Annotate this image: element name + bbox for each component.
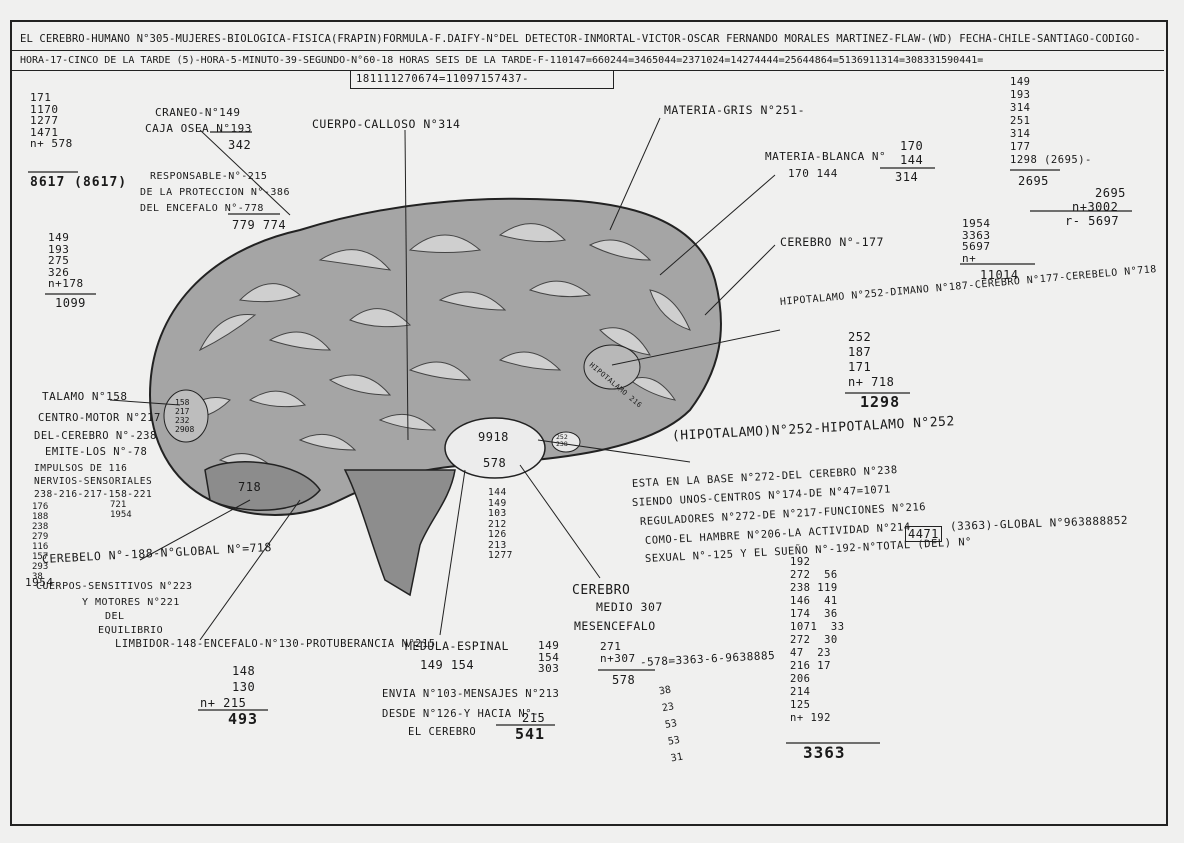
- leader-lines: [109, 117, 781, 641]
- cerebelo-718: 718: [238, 480, 262, 494]
- hipot-sum-stack: 252 187 171 n+ 718: [848, 330, 895, 389]
- header-line-2: HORA-17-CINCO DE LA TARDE (5)-HORA-5-MIN…: [20, 55, 984, 66]
- small-circle-numbers: 252 238: [556, 433, 568, 448]
- materia-blanca-values: 170 144: [788, 167, 838, 180]
- right-mid-2: n+3002: [1072, 200, 1119, 214]
- label-impulsos-1: IMPULSOS DE 116: [34, 463, 128, 474]
- medula-numbers: 149 154: [420, 658, 475, 672]
- label-cerebro-medio-2: MEDIO 307: [596, 600, 663, 614]
- mini-total: 721 1954: [110, 500, 132, 520]
- left-top-stack: 171 1170 1277 1471 n+ 578: [30, 91, 73, 150]
- label-craneo: CRANEO-N°149: [155, 106, 241, 119]
- talamo-circle: [163, 389, 209, 443]
- limbo-sum-1: 148: [232, 664, 256, 678]
- medula-side: 149 154 303: [538, 639, 560, 675]
- label-responsable-1: RESPONSABLE-N°-215: [150, 171, 268, 182]
- right-stack-2-total: 11014: [980, 268, 1019, 282]
- boxed-total: 4471: [905, 526, 942, 542]
- header-line-1: EL CEREBRO-HUMANO N°305-MUJERES-BIOLOGIC…: [20, 33, 1141, 45]
- label-talamo: TALAMO N°158: [42, 390, 128, 403]
- limbo-total: 493: [228, 710, 259, 728]
- label-centro-motor-1: CENTRO-MOTOR N°217: [38, 412, 161, 424]
- label-cerebelo-5: EQUILIBRIO: [98, 625, 164, 636]
- label-materia-blanca: MATERIA-BLANCA N°: [765, 150, 887, 163]
- label-impulsos-3: 238-216-217-158-221: [34, 489, 153, 500]
- label-responsable-2: DE LA PROTECCION N°-386: [140, 187, 290, 198]
- limbo-sum-3: n+ 215: [200, 696, 247, 710]
- left-mid-stack: 149 193 275 326 n+178: [48, 231, 84, 290]
- envia-total: 541: [515, 725, 546, 743]
- label-envia-3: EL CEREBRO: [408, 726, 477, 738]
- brain-outline: [148, 197, 722, 516]
- limbo-sum-2: 130: [232, 680, 256, 694]
- mb-right-mid: 144: [900, 153, 924, 167]
- right-top-stack: 149 193 314 251 314 177 1298 (2695)-: [1010, 76, 1092, 166]
- cerebro-medio-total: 578: [612, 673, 636, 687]
- hipot-total: 1298: [860, 393, 901, 411]
- right-mid-1: 2695: [1095, 186, 1126, 200]
- header-line-3: 181111270674=11097157437-: [356, 73, 530, 85]
- label-cerebelo-4: DEL: [105, 611, 125, 622]
- center-bottom-number: 578: [483, 456, 507, 470]
- caja-sum: 342: [228, 138, 252, 152]
- left-mid-total: 1099: [55, 296, 86, 310]
- label-caja-osea: CAJA OSEA N°193: [145, 122, 252, 135]
- bottom-right-stack: 192 272 56 238 119 146 41 174 36 1071 33…: [790, 556, 845, 724]
- header-line-2-rule: [12, 50, 1164, 71]
- label-cerebro-medio-3: MESENCEFALO: [574, 619, 656, 633]
- label-centro-motor-2: DEL-CEREBRO N°-238: [34, 430, 157, 442]
- left-top-total: 8617 (8617): [30, 175, 128, 190]
- responsable-sum: 779 774: [232, 218, 287, 232]
- label-cuerpo-calloso: CUERPO-CALLOSO N°314: [312, 117, 461, 131]
- talamo-inside-nums: 158 217 232 2908: [175, 398, 195, 434]
- right-top-total: 2695: [1018, 174, 1049, 188]
- left-small-stack: 176 188 238 279 116 157 293 38: [32, 502, 49, 582]
- label-envia-1: ENVIA N°103-MENSAJES N°213: [382, 688, 560, 700]
- hypothalamus-ellipse: [444, 417, 546, 479]
- inner-hipot-circle: [583, 344, 641, 390]
- label-cerebelo-3: Y MOTORES N°221: [82, 597, 180, 608]
- right-stack-2: 1954 3363 5697 n+: [962, 217, 991, 265]
- mb-total: 314: [895, 170, 919, 184]
- label-cerebelo-2: CUERPOS-SENSITIVOS N°223: [36, 581, 193, 592]
- label-cerebro-medio-1: CEREBRO: [572, 583, 631, 598]
- label-responsable-3: DEL ENCEFALO N°-778: [140, 203, 264, 214]
- right-mid-3: r- 5697: [1065, 214, 1120, 228]
- center-nums-stack: 144 149 103 212 126 213 1277: [488, 487, 513, 561]
- label-cerebro-177: CEREBRO N°-177: [780, 235, 884, 249]
- bottom-right-total: 3363: [803, 743, 846, 762]
- label-medula: MEDULA-ESPINAL: [405, 639, 509, 653]
- brainstem: [343, 469, 456, 597]
- label-materia-gris: MATERIA-GRIS N°251-: [664, 103, 806, 117]
- cerebro-medio-sum: 271 n+307: [600, 640, 636, 665]
- center-top-number: 9918: [478, 430, 509, 444]
- label-impulsos-2: NERVIOS-SENSORIALES: [34, 476, 153, 487]
- label-centro-motor-3: EMITE-LOS N°-78: [45, 446, 148, 458]
- page-border: [10, 20, 1168, 826]
- header-line-1-rule: [12, 28, 1164, 51]
- header-line-3-box: [350, 70, 614, 89]
- envia-sum: 215: [522, 711, 546, 725]
- mb-right-top: 170: [900, 139, 924, 153]
- label-envia-2: DESDE N°126-Y HACIA N°-: [382, 708, 539, 720]
- label-limbidor: LIMBIDOR-148-ENCEFALO-N°130-PROTUBERANCI…: [115, 638, 436, 650]
- cerebelo-sum: 1954: [25, 576, 54, 589]
- sum-underlines: [28, 131, 1132, 744]
